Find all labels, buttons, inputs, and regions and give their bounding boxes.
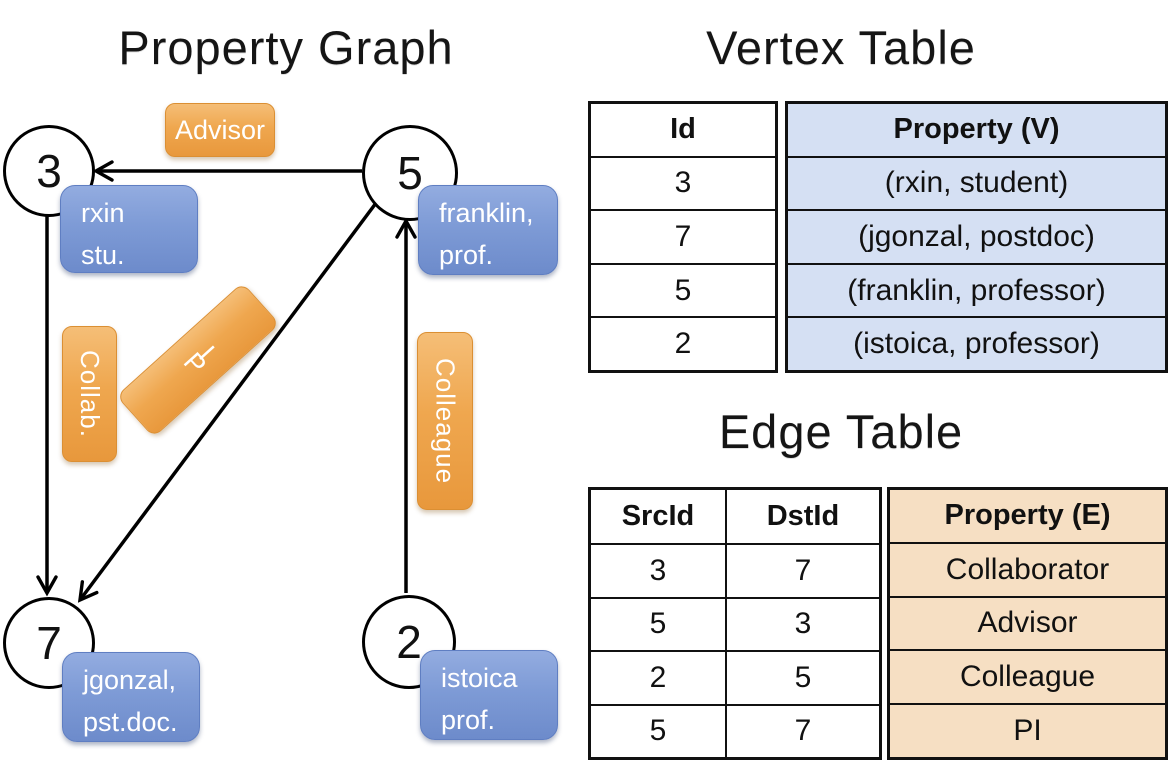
vertex-property-cell: (franklin, professor) (788, 262, 1165, 317)
vertex-property-line: pst.doc. (83, 707, 178, 737)
node-circle-2: 2 (362, 595, 456, 689)
node-id-label: 7 (36, 617, 62, 669)
vertex-property-line: rxin (81, 198, 125, 228)
edge-property-cell: Advisor (890, 595, 1165, 650)
vertex-id-header: Id (670, 113, 696, 146)
vertex-property-cell: (istoica, professor) (788, 316, 1165, 370)
vertex-property-box-franklin: franklin, prof. (418, 185, 558, 275)
edge-property-column-table: Property (E) Collaborator Advisor Collea… (887, 487, 1168, 760)
vertex-property-line: istoica (441, 663, 518, 693)
edge-pi-5-to-7 (77, 201, 378, 603)
edge-label-collab: Collab. (62, 326, 117, 462)
node-id-label: 2 (396, 616, 422, 668)
vertex-property-box-istoica: istoica prof. (420, 650, 558, 740)
vertex-id-cell: 3 (591, 155, 775, 210)
vertex-property-column-table: Property (V) (rxin, student) (jgonzal, p… (785, 101, 1168, 373)
edge-property-cell: PI (890, 703, 1165, 757)
vertex-property-line: stu. (81, 240, 125, 270)
vertex-table-title: Vertex Table (706, 21, 976, 74)
vertex-property-line: prof. (441, 705, 496, 735)
edge-table-title: Edge Table (718, 405, 964, 458)
vertex-property-line: jgonzal, (83, 665, 177, 695)
edge-srcid-cell: 5 (591, 703, 725, 757)
vertex-property-box-jgonzal: jgonzal, pst.doc. (62, 652, 200, 742)
vertex-id-cell: 2 (591, 316, 775, 370)
vertex-id-cell: 7 (591, 209, 775, 263)
edge-srcid-cell: 2 (591, 650, 725, 703)
edge-dstid-cell: 5 (724, 650, 879, 704)
edge-srcid-header: SrcId (621, 500, 695, 533)
node-id-label: 3 (36, 145, 62, 197)
vertex-id-column-table: Id 3 7 5 2 (588, 101, 778, 373)
property-graph-title: Property Graph (118, 21, 454, 74)
edge-property-header: Property (E) (944, 499, 1111, 532)
vertex-property-cell: (rxin, student) (788, 155, 1165, 210)
vertex-property-line: prof. (439, 240, 494, 270)
edge-property-cell: Collaborator (890, 541, 1165, 596)
graph-edges-canvas (36, 160, 417, 603)
edge-dstid-header: DstId (724, 490, 879, 544)
vertex-property-cell: (jgonzal, postdoc) (788, 209, 1165, 263)
edge-dstid-cell: 3 (724, 596, 879, 651)
edge-ids-table: SrcId DstId 3 7 5 3 2 5 5 7 (588, 487, 882, 760)
edge-dstid-cell: 7 (724, 543, 879, 597)
edge-srcid-cell: 3 (591, 543, 725, 596)
vertex-property-box-rxin: rxin stu. (60, 185, 198, 273)
edge-label-advisor: Advisor (165, 103, 275, 157)
edge-dstid-cell: 7 (724, 703, 879, 757)
edge-label-colleague: Colleague (417, 332, 473, 510)
node-id-label: 5 (397, 147, 423, 199)
edge-srcid-cell: 5 (591, 596, 725, 650)
vertex-property-line: franklin, (439, 198, 534, 228)
edge-property-cell: Colleague (890, 649, 1165, 703)
vertex-property-header: Property (V) (893, 113, 1060, 146)
vertex-id-cell: 5 (591, 262, 775, 317)
